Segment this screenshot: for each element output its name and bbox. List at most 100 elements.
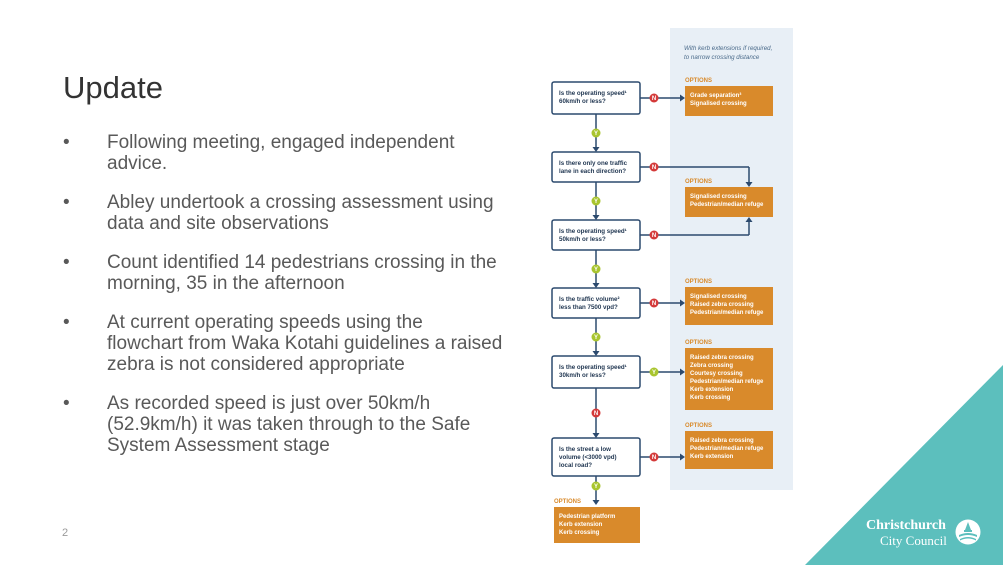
option-item: Kerb extension bbox=[559, 522, 603, 528]
yes-badge-label: Y bbox=[594, 267, 598, 273]
option-item: Grade separation³ bbox=[690, 92, 741, 99]
options-heading: OPTIONS bbox=[685, 423, 712, 429]
option-item: Courtesy crossing bbox=[690, 371, 743, 377]
option-item: Pedestrian/median refuge bbox=[690, 310, 764, 316]
bullet-dot: • bbox=[63, 312, 70, 333]
yes-badge-label: Y bbox=[594, 131, 598, 137]
slide-title: Update bbox=[63, 70, 163, 105]
option-item: Signalised crossing bbox=[690, 194, 747, 200]
panel-note: to narrow crossing distance bbox=[684, 54, 760, 61]
panel-note: With kerb extensions if required, bbox=[684, 45, 772, 52]
options-heading: OPTIONS bbox=[685, 179, 712, 185]
bullet-text: Count identified 14 pedestrians crossing… bbox=[107, 252, 497, 294]
page-number: 2 bbox=[62, 527, 69, 539]
options-heading: OPTIONS bbox=[685, 340, 712, 346]
yes-badge-label: Y bbox=[594, 484, 598, 490]
question-text: Is the traffic volume² bbox=[559, 296, 620, 303]
no-badge bbox=[591, 408, 601, 418]
options-box bbox=[685, 287, 773, 325]
yes-badge-label: Y bbox=[652, 370, 656, 376]
no-badge-label: N bbox=[652, 301, 656, 307]
option-item: Raised zebra crossing bbox=[690, 438, 754, 444]
no-badge bbox=[649, 162, 659, 172]
bullet-item: • Count identified 14 pedestrians crossin… bbox=[63, 252, 503, 294]
yes-badge-label: Y bbox=[594, 199, 598, 205]
bullet-text: Following meeting, engaged independent a… bbox=[107, 132, 455, 174]
no-badge bbox=[649, 93, 659, 103]
option-item: Signalised crossing bbox=[690, 294, 747, 300]
no-badge-label: N bbox=[652, 165, 656, 171]
bullet-list: • Following meeting, engaged independent … bbox=[63, 132, 503, 474]
question-box bbox=[551, 287, 641, 319]
question-text: Is there only one traffic bbox=[559, 160, 628, 167]
option-item: Raised zebra crossing bbox=[690, 302, 754, 308]
options-heading: OPTIONS bbox=[685, 279, 712, 285]
options-box bbox=[685, 187, 773, 217]
option-item: Pedestrian/median refuge bbox=[690, 446, 764, 452]
bullet-text: Abley undertook a crossing assessment us… bbox=[107, 192, 494, 234]
no-badge-label: N bbox=[652, 96, 656, 102]
flow-arrow bbox=[592, 433, 600, 438]
question-box bbox=[551, 151, 641, 183]
question-text: less than 7500 vpd? bbox=[559, 304, 618, 311]
option-item: Kerb extension bbox=[690, 387, 734, 393]
bullet-dot: • bbox=[63, 393, 70, 414]
option-item: Kerb crossing bbox=[690, 395, 731, 401]
option-item: Pedestrian platform bbox=[559, 514, 615, 520]
no-badge-label: N bbox=[652, 233, 656, 239]
bullet-dot: • bbox=[63, 252, 70, 273]
question-text: local road? bbox=[559, 462, 592, 469]
bullet-item: • Abley undertook a crossing assessment u… bbox=[63, 192, 503, 234]
no-badge bbox=[649, 452, 659, 462]
bullet-dot: • bbox=[63, 192, 70, 213]
question-text: Is the street a low bbox=[559, 446, 611, 453]
branch-arrow bbox=[680, 94, 685, 102]
logo-wordmark-line1: Christchurch bbox=[866, 518, 946, 533]
branch-arrow bbox=[680, 299, 685, 307]
no-badge bbox=[649, 298, 659, 308]
flow-arrow bbox=[592, 283, 600, 288]
option-item: Zebra crossing bbox=[690, 363, 733, 369]
council-logo: Christchurch City Council bbox=[866, 518, 986, 550]
branch-arrow bbox=[680, 453, 685, 461]
yes-badge bbox=[591, 264, 601, 274]
option-item: Kerb extension bbox=[690, 454, 734, 460]
flow-arrow bbox=[592, 215, 600, 220]
option-item: Kerb crossing bbox=[559, 530, 600, 536]
no-badge bbox=[649, 230, 659, 240]
bullet-text: At current operating speeds using the fl… bbox=[107, 312, 503, 375]
question-text: volume (<3000 vpd) bbox=[559, 454, 617, 461]
flow-arrow bbox=[592, 147, 600, 152]
final-options-box bbox=[554, 507, 640, 543]
no-badge-label: N bbox=[652, 455, 656, 461]
yes-badge bbox=[591, 481, 601, 491]
yes-badge-label: Y bbox=[594, 335, 598, 341]
options-heading: OPTIONS bbox=[685, 78, 712, 84]
options-box bbox=[685, 86, 773, 116]
question-text: 60km/h or less? bbox=[559, 98, 606, 105]
question-text: 50km/h or less? bbox=[559, 236, 606, 243]
options-box bbox=[685, 431, 773, 469]
branch-arrow bbox=[745, 217, 753, 222]
bullet-text: As recorded speed is just over 50km/h (5… bbox=[107, 393, 471, 456]
logo-wordmark-line2: City Council bbox=[880, 533, 947, 548]
yes-badge bbox=[591, 332, 601, 342]
question-text: lane in each direction? bbox=[559, 168, 626, 175]
yes-badge bbox=[591, 196, 601, 206]
question-text: 30km/h or less? bbox=[559, 372, 606, 379]
flow-arrow bbox=[592, 351, 600, 356]
option-item: Signalised crossing bbox=[690, 101, 747, 107]
bullet-item: • At current operating speeds using the f… bbox=[63, 312, 503, 375]
yes-badge bbox=[591, 128, 601, 138]
question-text: Is the operating speed¹ bbox=[559, 228, 627, 235]
question-text: Is the operating speed¹ bbox=[559, 90, 627, 97]
yes-badge bbox=[649, 367, 659, 377]
branch-arrow bbox=[680, 368, 685, 376]
options-heading: OPTIONS bbox=[554, 499, 581, 505]
flow-arrow bbox=[592, 500, 600, 505]
cathedral-logo-icon bbox=[955, 519, 981, 545]
no-badge-label: N bbox=[594, 411, 598, 417]
bullet-item: •Following meeting, engaged independent … bbox=[63, 132, 503, 174]
option-item: Pedestrian/median refuge bbox=[690, 379, 764, 385]
question-text: Is the operating speed¹ bbox=[559, 364, 627, 371]
